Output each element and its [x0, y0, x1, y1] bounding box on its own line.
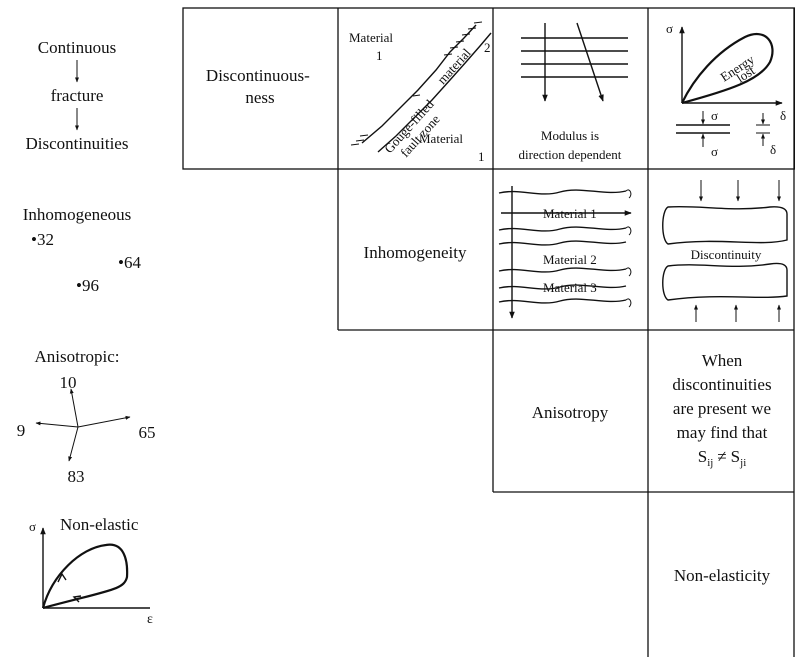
- non-elasticity-header: Non-elasticity: [674, 566, 771, 585]
- fault-material-top: Material: [349, 30, 393, 45]
- sample-point-96: •96: [76, 276, 99, 295]
- direction-label-9: 9: [17, 421, 26, 440]
- fault-material-top-index: 1: [376, 48, 383, 63]
- energy-displacement-label: δ: [780, 108, 786, 123]
- oblique-arrow-icon: [576, 22, 604, 102]
- continuity-legend: Continuous fracture Discontinuities: [26, 38, 129, 153]
- elasticity-legend: σ Non-elastic ε: [29, 515, 153, 627]
- continuous-label: Continuous: [38, 38, 116, 57]
- compliance-note: When discontinuities are present we may …: [672, 351, 771, 469]
- energy-lost-sketch: σ δ Energy lost σ σ δ: [666, 21, 786, 159]
- discontinuity-label: Discontinuity: [691, 247, 762, 262]
- note-line-2: discontinuities: [672, 375, 771, 394]
- stress-axis-label: σ: [29, 519, 36, 534]
- modulus-caption-line1: Modulus is: [541, 128, 599, 143]
- layer-material-3: Material 3: [543, 280, 597, 295]
- direction-label-10: 10: [60, 373, 77, 392]
- direction-arrow-83: [68, 426, 79, 462]
- hysteresis-loop: [41, 543, 129, 610]
- fault-material-right: material: [434, 45, 474, 87]
- closure-label: δ: [770, 142, 776, 157]
- direction-arrow-9: [35, 421, 79, 428]
- energy-loop: [681, 33, 774, 105]
- fault-material-bottom-index: 1: [478, 149, 485, 164]
- direction-label-83: 83: [68, 467, 85, 486]
- layer-material-2: Material 2: [543, 252, 597, 267]
- anisotropy-header: Anisotropy: [532, 403, 609, 422]
- discontinuities-label: Discontinuities: [26, 134, 129, 153]
- direction-arrow-10: [69, 388, 79, 428]
- fault-material-right-index: 2: [484, 40, 491, 55]
- normal-stress-top: σ: [711, 108, 718, 123]
- layered-materials-sketch: Material 1 Material 2 Material 3: [498, 186, 632, 319]
- non-elastic-label: Non-elastic: [60, 515, 139, 534]
- discontinuity-blocks-sketch: Discontinuity: [662, 180, 788, 322]
- loop-arrow-icon: [57, 572, 67, 583]
- modulus-sketch: Modulus is direction dependent: [519, 22, 628, 162]
- note-line-3: are present we: [673, 399, 771, 418]
- layer-material-1: Material 1: [543, 206, 597, 221]
- direction-arrow-65: [77, 415, 131, 428]
- strain-axis-label: ε: [147, 612, 153, 627]
- fracture-label: fracture: [51, 86, 104, 105]
- matrix-grid: [182, 7, 795, 657]
- anisotropic-label: Anisotropic:: [35, 347, 120, 366]
- direction-label-65: 65: [139, 423, 156, 442]
- inhomogeneity-header: Inhomogeneity: [364, 243, 467, 262]
- note-formula: Sij≠Sji: [698, 447, 747, 469]
- fault-material-bottom: Material: [419, 131, 463, 146]
- normal-stress-bottom: σ: [711, 144, 718, 159]
- energy-stress-label: σ: [666, 21, 673, 36]
- row-discontinuity: [182, 7, 795, 170]
- sample-point-32: •32: [31, 230, 54, 249]
- discontinuousness-header: Discontinuous- ness: [206, 66, 314, 107]
- modulus-caption-line2: direction dependent: [519, 147, 622, 162]
- note-line-4: may find that: [677, 423, 768, 442]
- sample-point-64: •64: [118, 253, 141, 272]
- fault-zone-sketch: Material 1 material 2 Gouge-filled fault…: [349, 21, 492, 164]
- note-line-1: When: [702, 351, 743, 370]
- inhomogeneous-label: Inhomogeneous: [23, 205, 132, 224]
- anisotropy-legend: Anisotropic: 10 9 65 83: [17, 347, 156, 486]
- homogeneity-legend: Inhomogeneous •32 •64 •96: [23, 205, 142, 295]
- loop-arrow-icon: [72, 595, 82, 603]
